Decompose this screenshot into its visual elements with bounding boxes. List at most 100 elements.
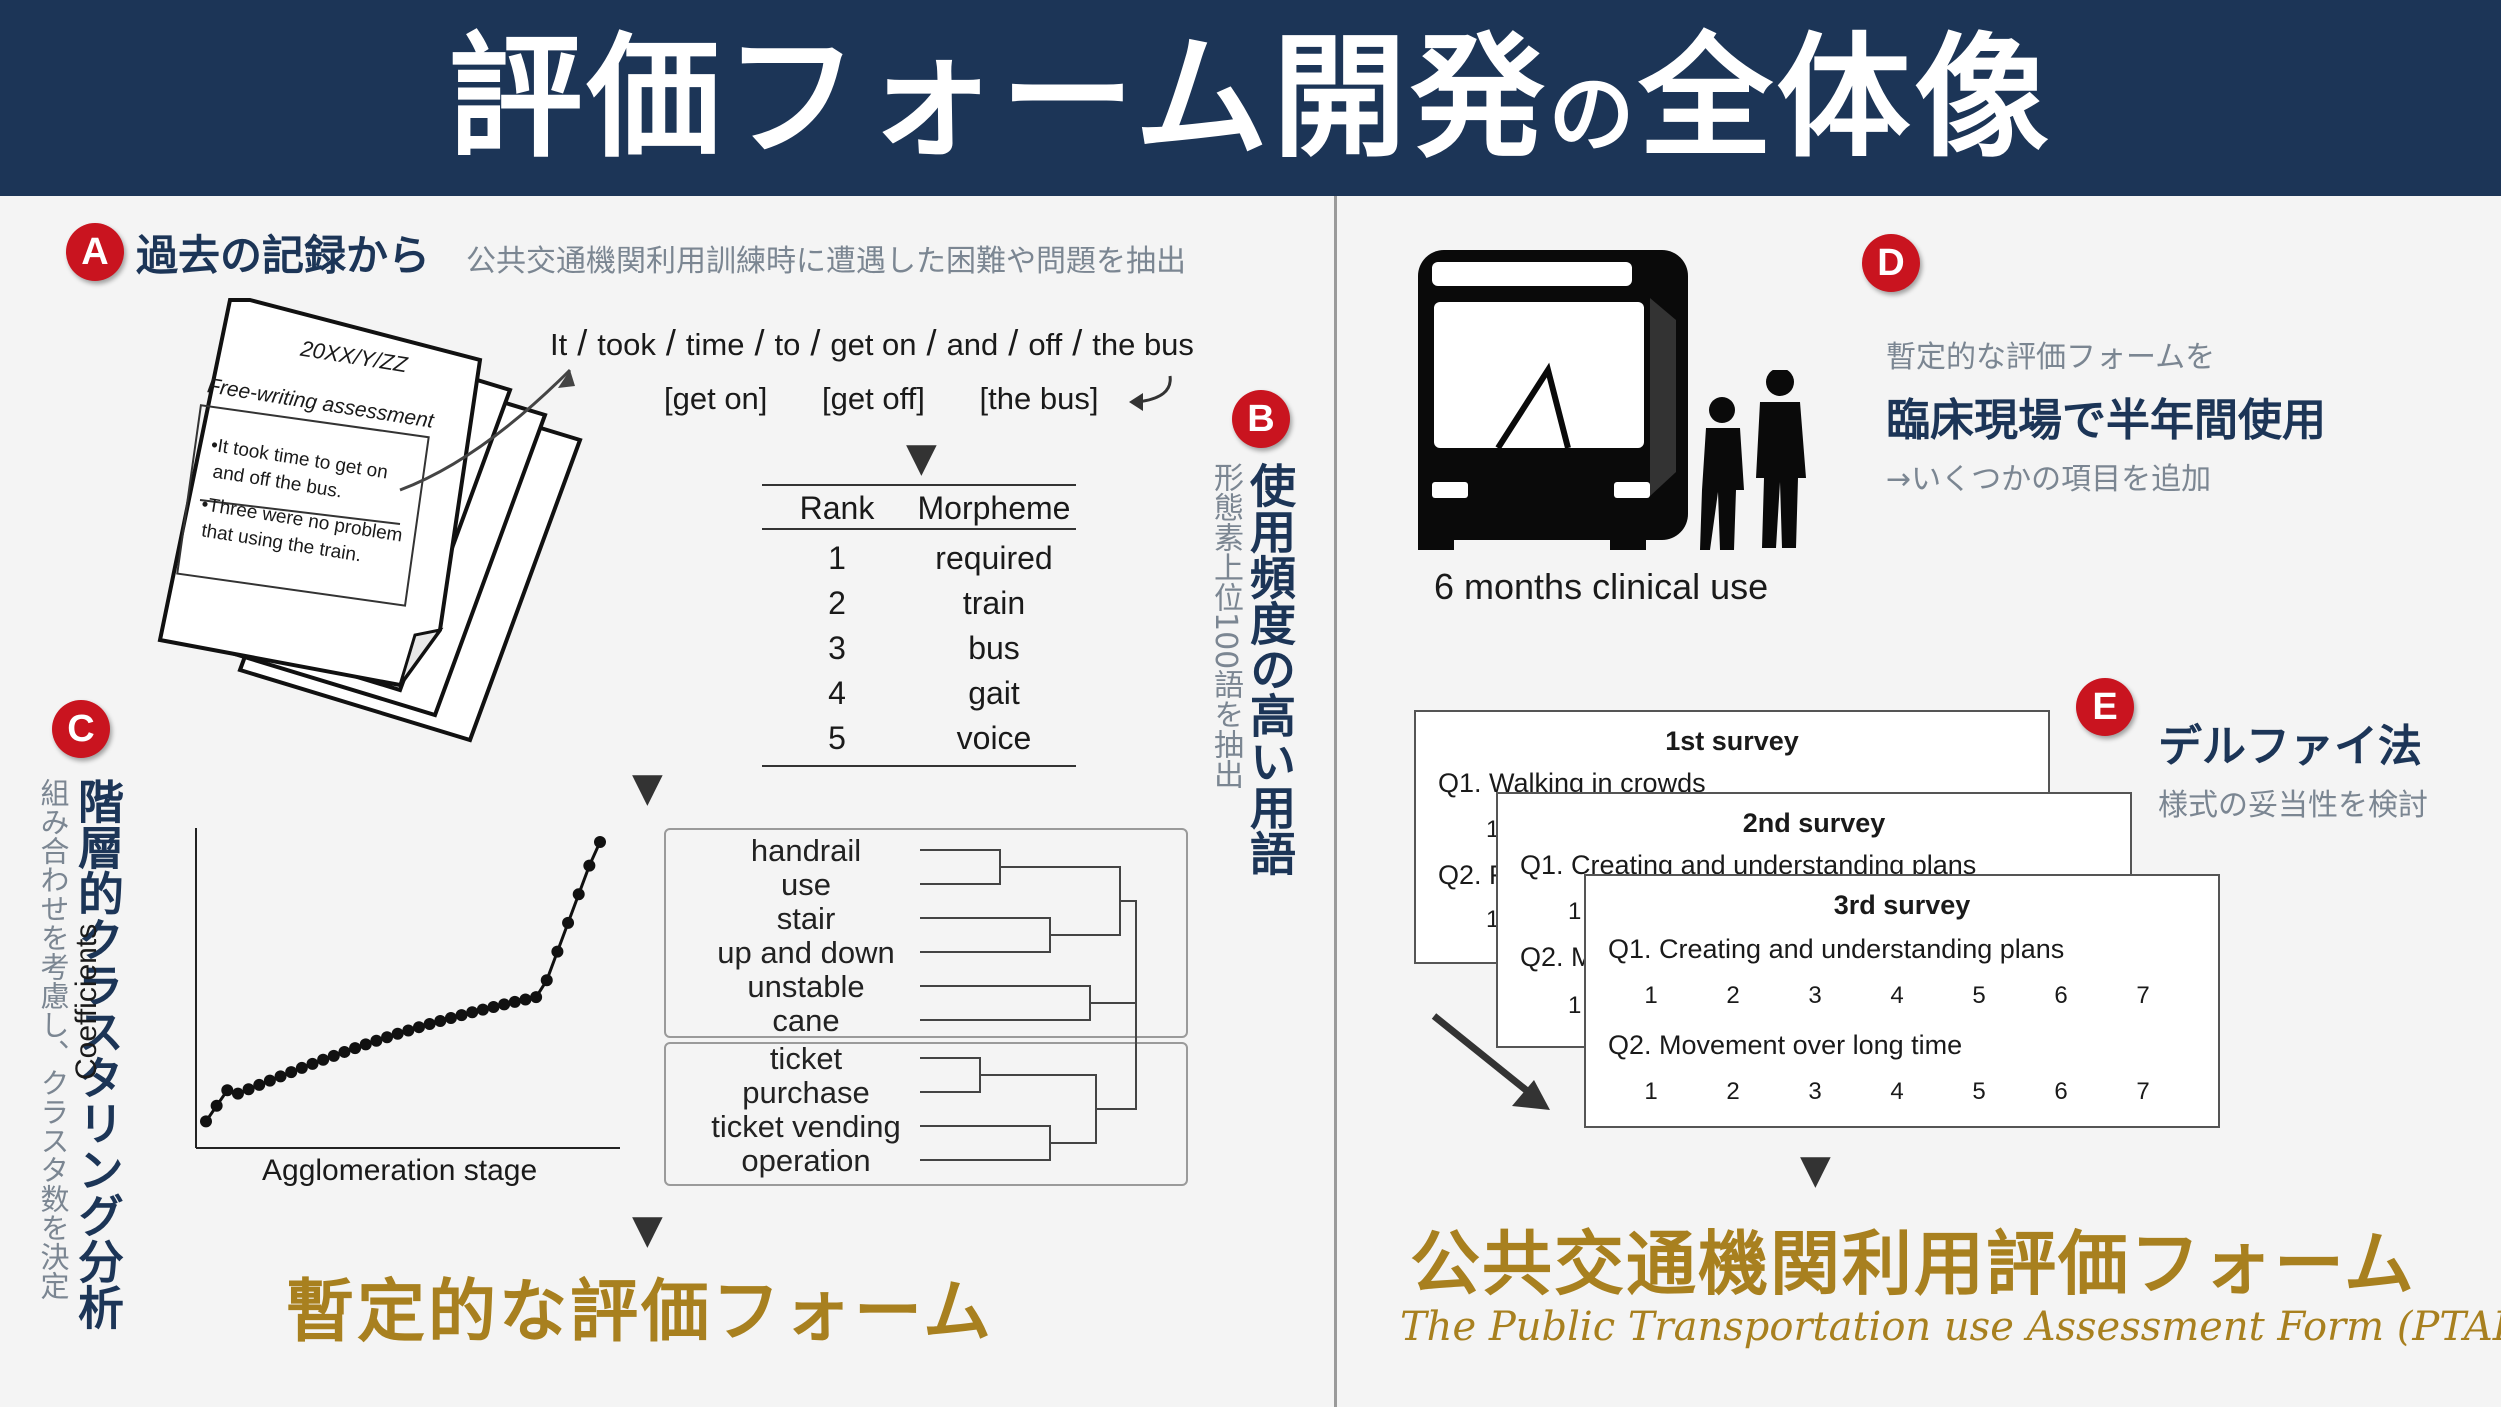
coefficient-point [498,998,511,1011]
coefficient-point [306,1057,319,1070]
curved-arrow-icon [1129,375,1172,411]
coefficient-point [594,836,606,848]
table-cell: 3 [828,630,846,666]
badge-b: B [1232,390,1290,448]
coefficient-point [583,859,596,872]
survey-title: 3rd survey [1833,890,1971,920]
coefficient-point [412,1021,425,1034]
token-separator: / [800,322,831,363]
coefficient-point [466,1006,479,1019]
cluster-leaf: handrail [750,833,862,868]
coefficient-point [530,991,543,1004]
table-cell: bus [968,630,1020,666]
section-d-line2: 臨床現場で半年間使用 [1886,395,2326,446]
cluster-box-1 [664,828,1188,1038]
table-cell: train [962,585,1026,621]
coefficient-point [221,1084,234,1097]
phrase: [the bus] [979,381,1099,416]
scale-value: 4 [1890,982,1904,1009]
coefficient-point [327,1049,340,1062]
scale-value: 7 [2136,1078,2150,1105]
survey-title: 1st survey [1665,726,1799,756]
scale-value: 1 [1644,982,1658,1009]
coefficient-point [231,1087,244,1100]
table-header-cell: Morpheme [917,490,1071,526]
down-arrow-icon: ▼ [632,1207,663,1253]
coefficient-point [285,1066,298,1079]
ptaf-jp-title: 公共交通機関利用評価フォーム [1410,1223,2416,1305]
section-b-subtitle: 形態素上位100語を抽出 [1208,462,1243,790]
table-header-cell: Rank [799,490,875,526]
badge-e: E [2076,678,2134,736]
coefficients-chart [195,828,620,1149]
coefficient-point [242,1083,255,1096]
scale-value: 2 [1726,1078,1740,1105]
coefficient-point [562,916,575,929]
sentence-token: and [946,327,999,362]
section-d-line1: 暫定的な評価フォームを [1886,340,2216,375]
people-icon [1700,370,1806,550]
survey-title: 2nd survey [1742,808,1886,838]
coefficient-point [295,1061,308,1074]
provisional-form-label: 暫定的な評価フォーム [286,1273,994,1352]
token-separator: / [916,322,947,363]
coefficient-point [487,1000,500,1013]
badge-a: A [66,223,124,281]
coefficient-point [423,1018,436,1031]
page-title: 評価フォーム開発の全体像 [448,20,2053,176]
table-top-rule [762,484,1076,486]
badge-d: D [1862,234,1920,292]
cluster-leaf: ticket [769,1041,843,1076]
header-bar [0,0,2501,196]
coefficient-point [434,1014,447,1027]
token-separator: / [998,322,1029,363]
sentence-token: time [685,327,745,362]
token-separator: / [1062,322,1093,363]
coefficient-point [359,1038,372,1051]
table-cell: 2 [828,585,846,621]
table-cell: gait [968,675,1020,711]
coefficient-point [402,1024,415,1037]
cluster-leaf: up and down [717,935,895,970]
cluster-leaf: unstable [747,969,865,1004]
down-arrow-icon: ▼ [632,765,663,811]
token-separator: / [567,322,598,363]
table-cell: 4 [828,675,846,711]
scale-value: 4 [1890,1078,1904,1105]
section-a-title: 過去の記録から [136,231,431,280]
coefficient-point [540,974,553,987]
cluster-leaf: stair [776,901,836,936]
sentence-token: the bus [1092,327,1194,362]
down-arrow-icon: ▼ [906,435,937,481]
coefficient-point [317,1053,330,1066]
sentence-token: took [597,327,656,362]
survey-question: Q2. Movement over long time [1608,1030,1963,1060]
section-b-title: 使用頻度の高い用語 [1243,462,1297,876]
coefficient-point [381,1031,394,1044]
section-c-subtitle: 組み合わせを考慮し、クラスタ数を決定 [36,778,70,1300]
token-separator: / [655,322,686,363]
coefficient-point [263,1074,276,1087]
phrase: [get off] [822,381,925,416]
scale-value: 1 [1644,1078,1658,1105]
scale-value: 3 [1808,982,1822,1009]
coefficient-point [508,995,521,1008]
section-a-subtitle: 公共交通機関利用訓練時に遭遇した困難や問題を抽出 [466,244,1186,279]
bus-icon [1418,250,1688,550]
phrase-list: [get on] [get off] [the bus] [664,381,1098,417]
scale-value: 5 [1972,982,1986,1009]
scale-value: 3 [1808,1078,1822,1105]
survey-question: Q2. M [1520,942,1594,972]
section-d-line3: →いくつかの項目を追加 [1886,462,2212,497]
scale-value: 1 [1568,992,1582,1019]
down-arrow-icon: ▼ [1800,1147,1831,1193]
cluster-leaf: ticket vending [711,1109,901,1144]
table-row: 4 gait [762,671,1076,716]
cluster-leaf: cane [772,1003,840,1038]
scale-value: 6 [2054,1078,2068,1105]
